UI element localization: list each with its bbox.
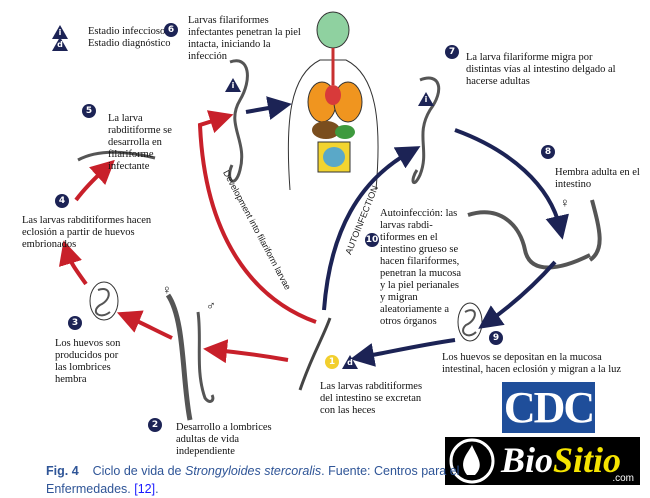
arrow-6-to-body [245,96,292,120]
step-10-text: Autoinfección: las larvas rabdi-tiformes… [380,208,462,327]
step-9-badge: 9 [489,331,503,345]
step-7-badge: 7 [445,45,459,59]
filariform-larva-7 [411,76,441,185]
legend-infective-label: Estadio infeccioso [88,26,166,37]
step-8-text: Hembra adulta en el intestino [555,167,640,190]
biositio-logo: BioSitio .com [445,437,640,485]
free-living-male [196,311,215,403]
flame-icon [449,438,495,484]
rhabditiform-larva-5 [77,150,156,162]
step-8-badge: 8 [541,145,555,159]
step-5-text: La larva rabditiforme se desarrolla en f… [108,113,172,172]
legend-diagnostic-label: Estadio diagnóstico [88,38,171,49]
step-2-badge: 2 [148,418,162,432]
rhabditiform-larva-1 [298,317,332,391]
cdc-logo: CDC [502,382,595,433]
female-symbol: ♀ [560,195,570,210]
step-6-text: Larvas filariformes infectantes penetran… [188,15,301,62]
arrow-autoinfection [322,146,421,311]
adult-female-intestine [467,199,602,270]
step-2-text: Desarrollo a lombrices adultas de vida i… [176,422,272,457]
arrow-7-to-8 [454,128,569,240]
arrow-development [197,110,317,324]
infective-stage-icon: i [418,92,434,106]
step-9-text: Los huevos se depositan en la mucosa int… [442,352,622,375]
step-4-text: Las larvas rabditiformes hacen eclosión … [22,215,152,250]
arrow-8-to-9 [478,260,557,329]
human-body-illustration [287,11,379,191]
step-3-badge: 3 [68,316,82,330]
step-1-badge: 1 [325,355,339,369]
reference-link[interactable]: [12] [134,482,156,496]
arrow-3-to-4 [58,240,88,286]
step-5-badge: 5 [82,104,96,118]
egg-3 [89,281,119,321]
diagnostic-stage-icon: d [52,37,68,51]
step-7-text: La larva filariforme migra por distintas… [466,52,616,87]
step-4-badge: 4 [55,194,69,208]
step-10-badge: 10 [365,233,379,247]
arrow-1-to-2 [203,339,289,364]
arrow-2-to-3 [116,310,173,340]
arrow-4-to-5 [74,159,115,202]
step-3-text: Los huevos son producidos por las lombri… [55,338,121,385]
infective-stage-icon: i [225,78,241,92]
step-6-badge: 6 [164,23,178,37]
filariform-larva-6 [228,59,249,183]
arrow-9-to-1 [350,338,456,367]
figure-caption: Fig. 4 Ciclo de vida de Strongyloides st… [46,464,460,496]
female-symbol: ♀ [162,282,172,297]
infective-stage-icon: i [52,25,68,39]
male-symbol: ♂ [206,298,216,313]
free-living-female [165,293,193,421]
step-1-text: Las larvas rabditiformes del intestino s… [320,381,423,416]
diagnostic-stage-icon: d [342,355,358,369]
